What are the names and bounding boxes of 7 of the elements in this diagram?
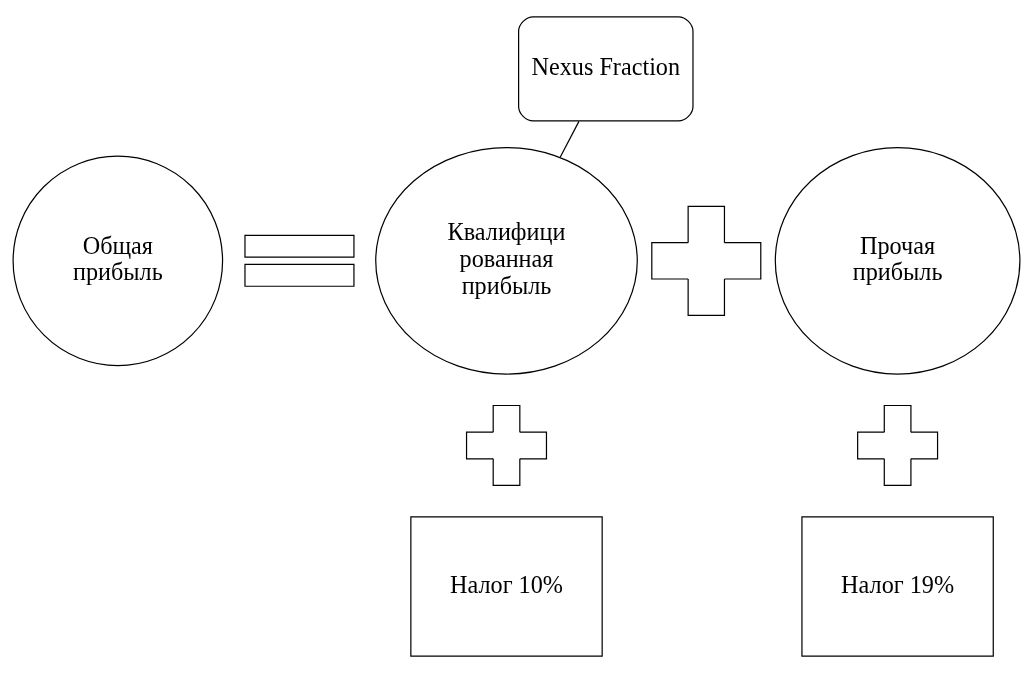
node-circle: Общая прибыль: [12, 155, 224, 367]
connector: [559, 120, 580, 158]
node-circle: Прочая прибыль: [774, 147, 1021, 375]
node-box: Налог 10%: [410, 516, 603, 657]
node-ellipse: Квалифици рованная прибыль: [375, 147, 638, 375]
node-box: Налог 19%: [801, 516, 994, 657]
node-box: Nexus Fraction: [518, 16, 694, 122]
